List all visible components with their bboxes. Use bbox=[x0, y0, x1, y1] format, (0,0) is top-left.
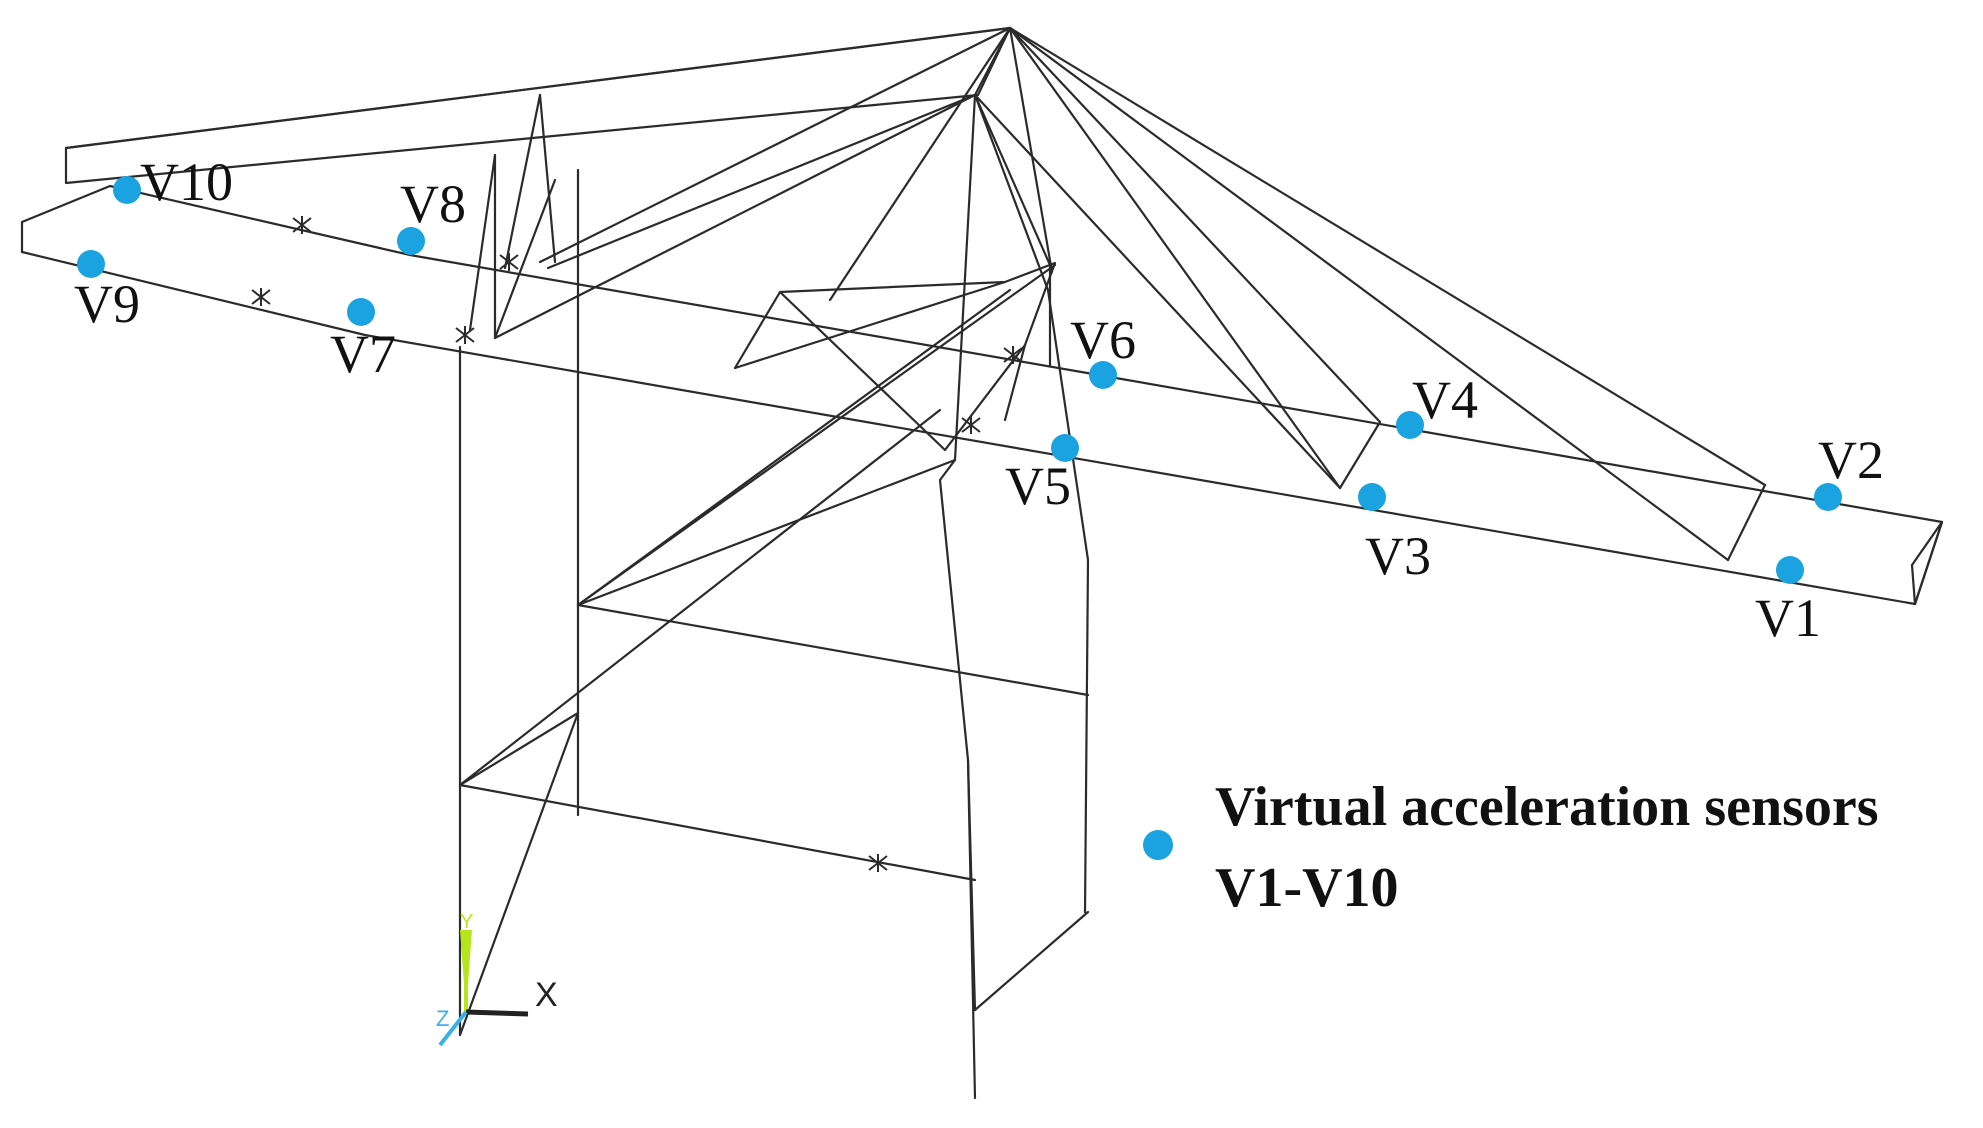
sensor-dot-v3 bbox=[1358, 483, 1386, 511]
z-axis-label: Z bbox=[436, 1006, 449, 1031]
sensor-label-v7: V7 bbox=[330, 324, 396, 384]
front-leg-right bbox=[938, 93, 977, 1100]
sensor-dot-v8 bbox=[397, 227, 425, 255]
sensor-label-v5: V5 bbox=[1005, 456, 1071, 516]
sensor-dots bbox=[77, 176, 1842, 584]
sensor-label-v3: V3 bbox=[1365, 526, 1431, 586]
rear-leg-right bbox=[973, 93, 1090, 914]
sensor-label-v2: V2 bbox=[1818, 430, 1884, 490]
sensor-label-v9: V9 bbox=[74, 274, 140, 334]
sensor-dot-v7 bbox=[347, 298, 375, 326]
inner-peak-right bbox=[973, 93, 1052, 267]
inner-peak-left bbox=[493, 93, 977, 340]
sensor-dot-v9 bbox=[77, 250, 105, 278]
brace-7 bbox=[966, 758, 977, 1012]
trolley-diag-1 bbox=[733, 280, 1007, 370]
sensor-dot-v10 bbox=[113, 176, 141, 204]
sensor-dot-v5 bbox=[1051, 434, 1079, 462]
apex-to-v6-stay bbox=[1008, 26, 1054, 274]
boom-front-chord bbox=[20, 250, 1917, 606]
legend-line-1: Virtual acceleration sensors bbox=[1215, 776, 1879, 838]
sensor-label-v8: V8 bbox=[400, 174, 466, 234]
trolley-diag-2 bbox=[778, 290, 947, 452]
frame-upper-horizontal bbox=[576, 603, 1090, 697]
sensor-label-v4: V4 bbox=[1412, 370, 1478, 430]
sensor-label-v10: V10 bbox=[140, 152, 233, 212]
trolley-frame bbox=[733, 261, 1057, 422]
legend: Virtual acceleration sensors V1-V10 bbox=[1143, 776, 1879, 919]
axis-triad: Y X Z bbox=[436, 911, 558, 1047]
brace-3 bbox=[458, 711, 580, 1037]
node-star bbox=[292, 216, 312, 234]
brace-6 bbox=[576, 288, 1012, 607]
brace-2 bbox=[576, 458, 957, 607]
blue-dot-icon bbox=[1143, 830, 1173, 860]
apex-to-v2-stay bbox=[1008, 26, 1767, 487]
boom-vertical-v3 bbox=[1338, 420, 1382, 490]
apex-to-left-boom bbox=[64, 26, 1012, 150]
node-star bbox=[868, 854, 888, 872]
boom-rear-chord bbox=[20, 184, 1944, 606]
boom-vertical-end bbox=[1913, 520, 1944, 606]
node-star bbox=[499, 253, 519, 271]
node-star bbox=[251, 288, 271, 306]
brace-4 bbox=[973, 910, 1090, 1012]
crane-wireframe bbox=[20, 26, 1944, 1100]
tower-post bbox=[538, 93, 557, 264]
inner-peak-back bbox=[546, 93, 977, 270]
sensor-label-v1: V1 bbox=[1755, 588, 1821, 648]
boom-vertical-v1 bbox=[1726, 483, 1767, 562]
node-star bbox=[961, 416, 981, 434]
sensor-dot-v4 bbox=[1396, 411, 1424, 439]
sensor-dot-v2 bbox=[1814, 483, 1842, 511]
z-axis-line bbox=[438, 1010, 468, 1047]
node-markers bbox=[251, 216, 1023, 872]
apex-to-v4-stay bbox=[1008, 26, 1382, 424]
frame-lower-rear bbox=[458, 711, 580, 787]
legend-line-2: V1-V10 bbox=[1215, 857, 1399, 919]
apex-to-v1-stay bbox=[1008, 26, 1730, 562]
trolley-diag-3 bbox=[943, 343, 1027, 452]
boom-left-brace-3 bbox=[503, 93, 542, 270]
y-axis-label: Y bbox=[460, 911, 473, 933]
sensor-dot-v6 bbox=[1089, 361, 1117, 389]
brace-1 bbox=[458, 408, 942, 787]
apex-leg-right bbox=[973, 26, 1012, 97]
apex-leg-left bbox=[538, 26, 1012, 264]
x-axis-line bbox=[465, 1009, 529, 1017]
x-axis-label: X bbox=[535, 976, 558, 1014]
node-star bbox=[1003, 346, 1023, 364]
node-star bbox=[455, 326, 475, 344]
sensor-labels: V1 V2 V3 V4 V5 V6 V7 V8 V9 V10 bbox=[74, 152, 1884, 648]
apex-leg-mid bbox=[828, 26, 1012, 302]
sensor-dot-v1 bbox=[1776, 556, 1804, 584]
frame-lower-horizontal bbox=[458, 783, 977, 882]
boom-left-brace-2 bbox=[493, 178, 557, 340]
sensor-label-v6: V6 bbox=[1070, 310, 1136, 370]
boom-left-brace-1 bbox=[468, 153, 497, 332]
inner-to-v3 bbox=[973, 93, 1342, 490]
apex-to-v3-stay bbox=[1008, 26, 1342, 490]
